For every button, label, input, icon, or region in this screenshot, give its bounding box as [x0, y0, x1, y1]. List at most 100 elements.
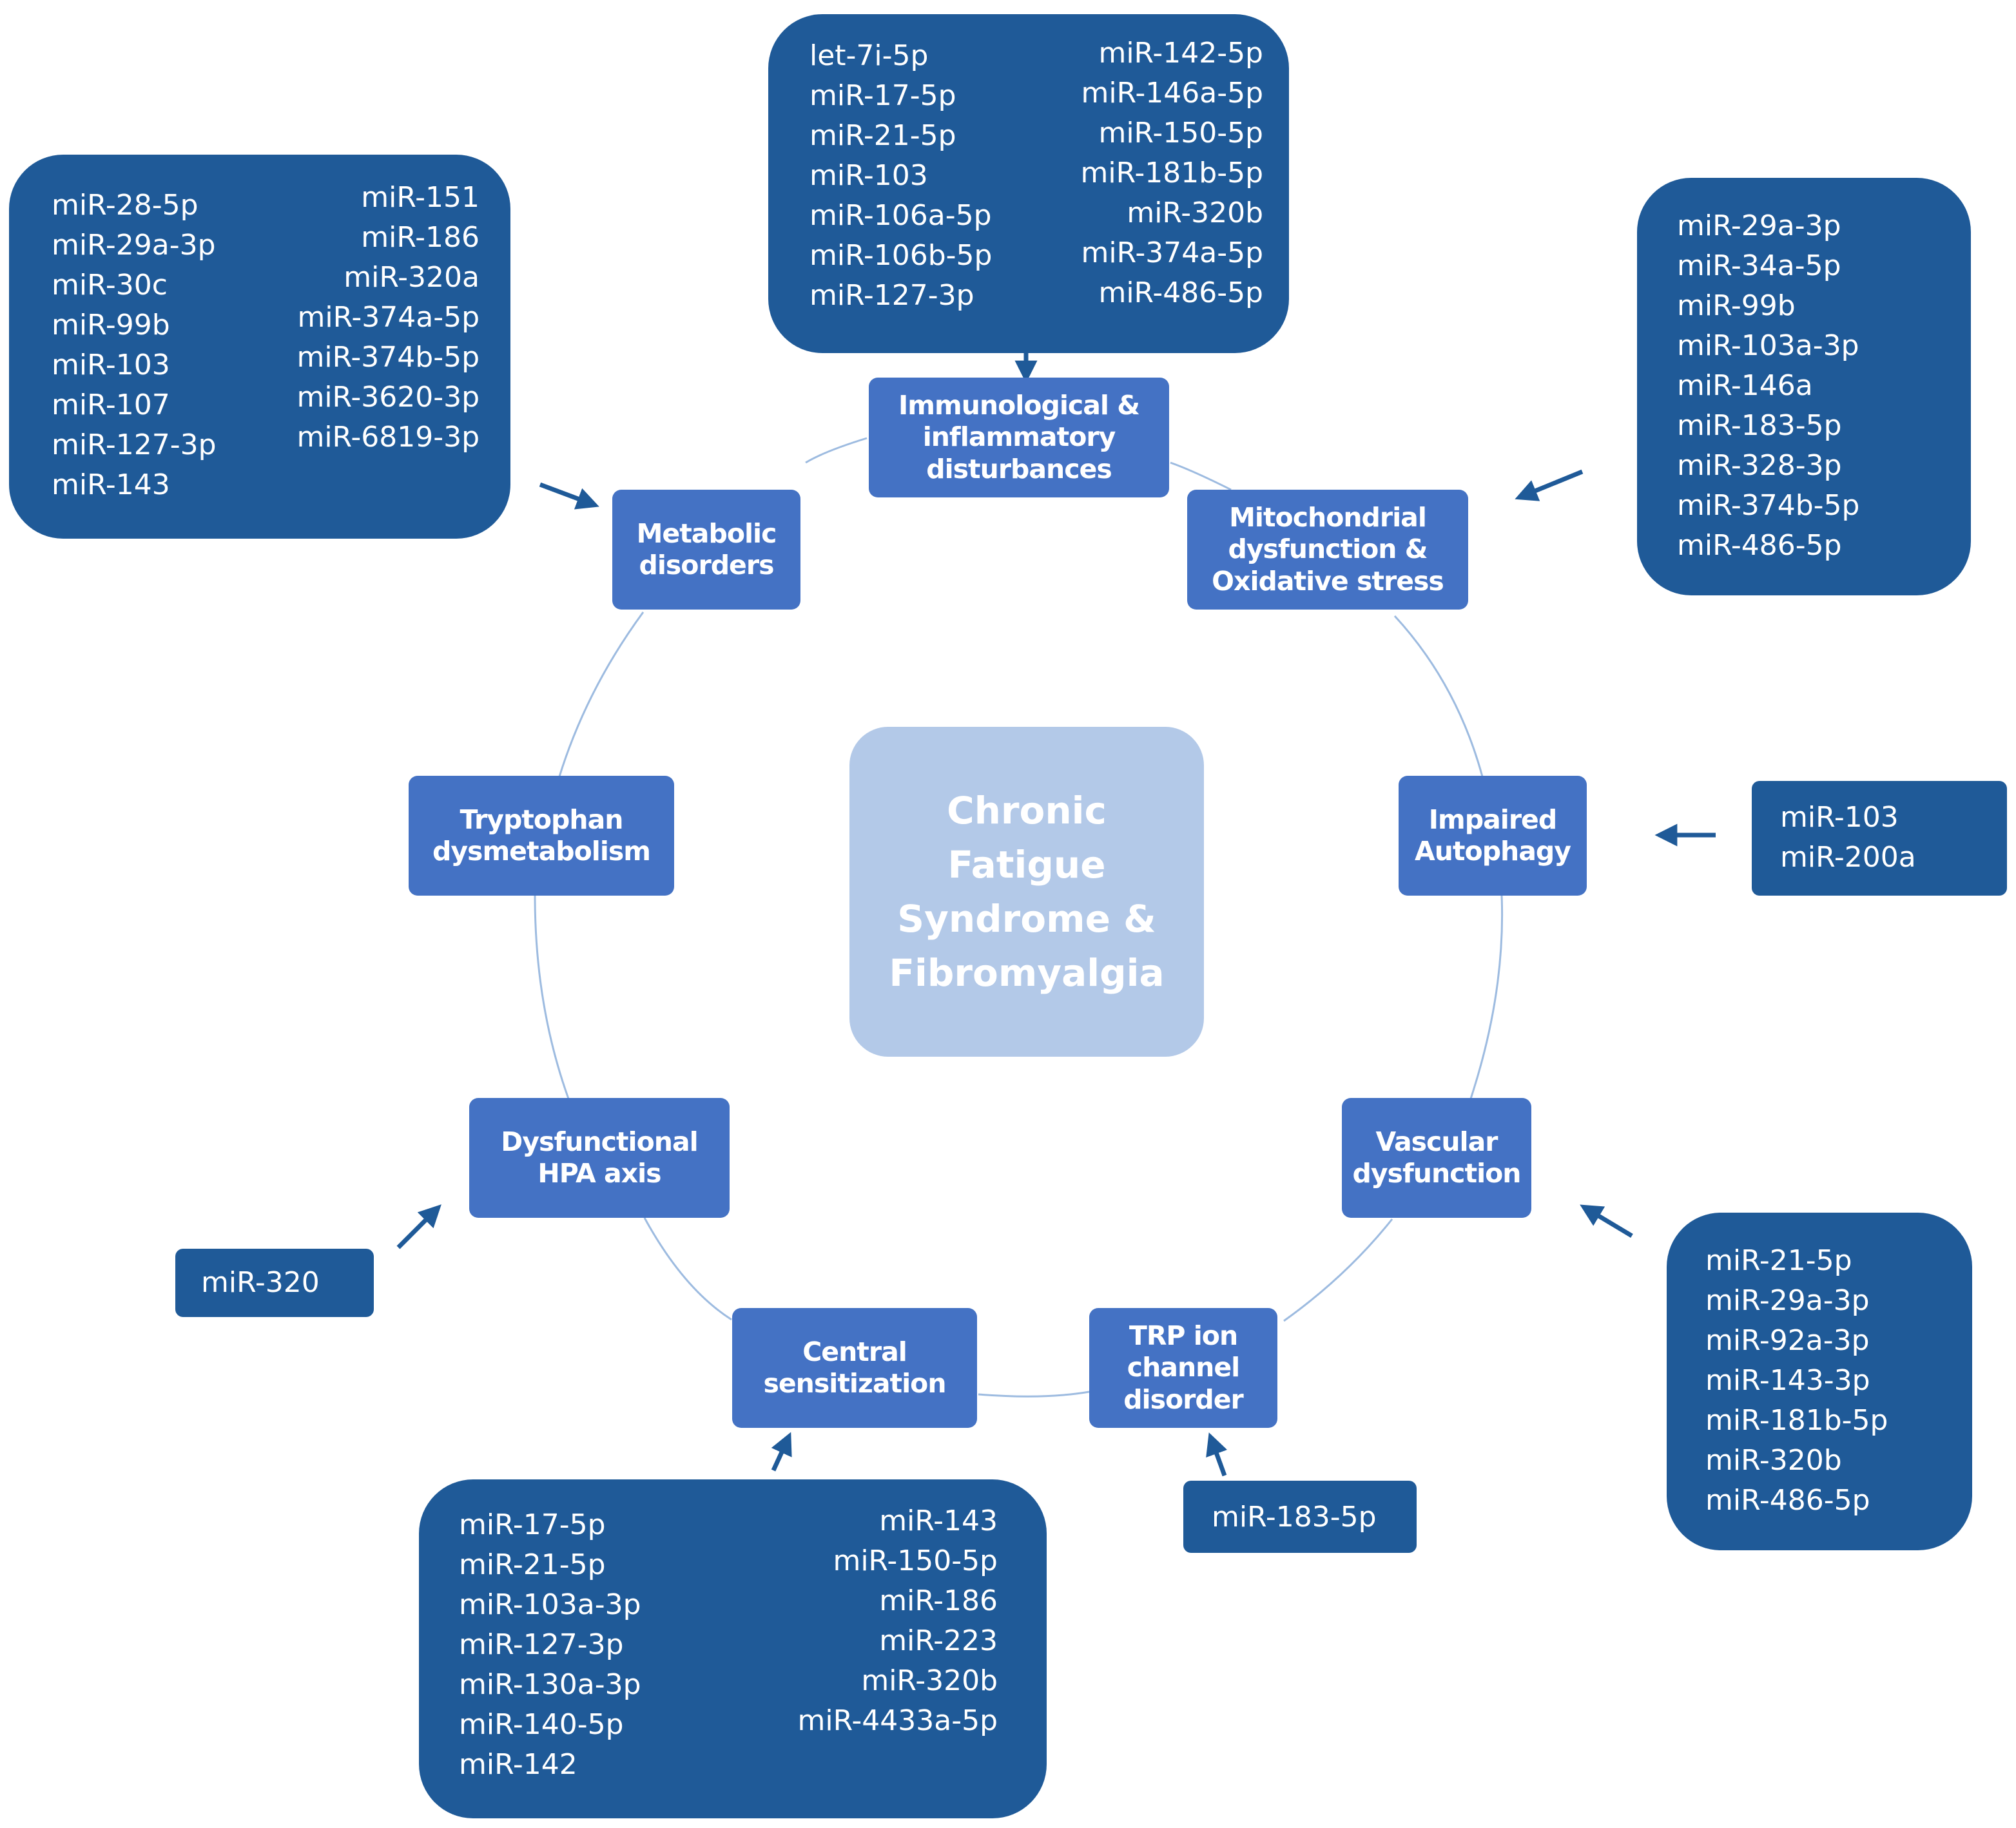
mirna-item: miR-143 — [879, 1505, 998, 1537]
mirna-item: miR-181b-5p — [1705, 1404, 1888, 1437]
mirna-item: miR-374a-5p — [297, 301, 480, 334]
mirna-item: miR-143-3p — [1705, 1364, 1870, 1397]
mirna-list-immunological-right: miR-142-5p miR-146a-5p miR-150-5p miR-181b-… — [1081, 34, 1263, 313]
node-mitochondrial: Mitochondrial dysfunction & Oxidative st… — [1187, 490, 1468, 610]
arrow-to-vascular — [1580, 1204, 1633, 1238]
mirna-item: miR-99b — [1677, 289, 1796, 322]
mirna-item: miR-21-5p — [809, 119, 956, 152]
mirna-item: let-7i-5p — [809, 39, 929, 72]
mirna-item: miR-186 — [879, 1584, 998, 1617]
center-title: Chronic Fatigue Syndrome & Fibromyalgia — [889, 788, 1165, 996]
mirna-item: miR-320 — [201, 1266, 320, 1299]
node-central-label: Central sensitization — [763, 1336, 946, 1399]
mirna-item: miR-146a-5p — [1081, 77, 1264, 110]
mirna-box-metabolic: miR-28-5p miR-29a-3p miR-30c miR-99b miR-103… — [9, 155, 510, 539]
mirna-item: miR-106a-5p — [809, 199, 992, 232]
mirna-list-immunological-left: let-7i-5p miR-17-5p miR-21-5p miR-103 miR-10… — [809, 36, 992, 316]
mirna-box-autophagy: miR-103 miR-200a — [1752, 781, 2007, 896]
mirna-item: miR-30c — [52, 269, 168, 302]
mirna-item: miR-143 — [52, 468, 170, 501]
mirna-item: miR-103 — [52, 349, 170, 381]
mirna-list-trp: miR-183-5p — [1212, 1497, 1377, 1537]
mirna-item: miR-17-5p — [809, 79, 956, 112]
mirna-list-metabolic-left: miR-28-5p miR-29a-3p miR-30c miR-99b miR-103… — [52, 186, 217, 505]
mirna-item: miR-103 — [1780, 801, 1899, 834]
mirna-item: miR-29a-3p — [1677, 209, 1841, 242]
mirna-item: miR-181b-5p — [1080, 157, 1263, 189]
mirna-item: miR-127-3p — [459, 1628, 624, 1661]
mirna-item: miR-6819-3p — [296, 421, 480, 454]
mirna-item: miR-374a-5p — [1081, 236, 1264, 269]
mirna-item: miR-99b — [52, 309, 170, 342]
mirna-item: miR-150-5p — [833, 1544, 998, 1577]
node-autophagy: Impaired Autophagy — [1399, 776, 1587, 896]
mirna-item: miR-486-5p — [1098, 276, 1263, 309]
mirna-item: miR-320b — [1127, 197, 1263, 229]
mirna-item: miR-142 — [459, 1748, 577, 1781]
mirna-box-immunological: let-7i-5p miR-17-5p miR-21-5p miR-103 miR-10… — [768, 14, 1289, 353]
arrow-to-metabolic — [539, 482, 599, 510]
center-title-box: Chronic Fatigue Syndrome & Fibromyalgia — [849, 727, 1204, 1057]
mirna-item: miR-106b-5p — [809, 239, 993, 272]
mirna-item: miR-183-5p — [1212, 1501, 1377, 1534]
node-mitochondrial-label: Mitochondrial dysfunction & Oxidative st… — [1212, 502, 1444, 597]
mirna-list-autophagy: miR-103 miR-200a — [1780, 798, 1916, 878]
node-vascular: Vascular dysfunction — [1342, 1098, 1531, 1218]
mirna-item: miR-374b-5p — [1677, 489, 1860, 522]
arrow-to-hpa — [396, 1204, 441, 1249]
mirna-item: miR-183-5p — [1677, 409, 1842, 442]
node-immunological-label: Immunological & inflammatory disturbance… — [898, 390, 1140, 485]
mirna-item: miR-107 — [52, 389, 170, 421]
mirna-box-central: miR-17-5p miR-21-5p miR-103a-3p miR-127-3p m… — [419, 1479, 1047, 1818]
node-hpa: Dysfunctional HPA axis — [469, 1098, 730, 1218]
node-vascular-label: Vascular dysfunction — [1352, 1126, 1521, 1189]
node-trp: TRP ion channel disorder — [1089, 1308, 1277, 1428]
mirna-item: miR-142-5p — [1098, 37, 1263, 70]
mirna-list-mitochondrial: miR-29a-3p miR-34a-5p miR-99b miR-103a-3p mi… — [1677, 206, 1859, 566]
mirna-item: miR-127-3p — [809, 279, 974, 312]
mirna-item: miR-29a-3p — [52, 229, 216, 262]
arrow-to-central — [771, 1432, 792, 1472]
node-central: Central sensitization — [732, 1308, 977, 1428]
node-immunological: Immunological & inflammatory disturbance… — [869, 378, 1169, 497]
mirna-item: miR-150-5p — [1098, 117, 1263, 149]
mirna-item: miR-103a-3p — [1677, 329, 1859, 362]
mirna-item: miR-34a-5p — [1677, 249, 1841, 282]
mirna-box-hpa: miR-320 — [175, 1249, 374, 1317]
mirna-item: miR-186 — [361, 221, 480, 254]
mirna-item: miR-127-3p — [52, 428, 217, 461]
mirna-box-trp: miR-183-5p — [1183, 1481, 1417, 1553]
arrow-to-mitochondrial — [1515, 469, 1584, 501]
mirna-item: miR-374b-5p — [296, 341, 480, 374]
node-autophagy-label: Impaired Autophagy — [1415, 803, 1571, 867]
node-metabolic: Metabolic disorders — [612, 490, 800, 610]
mirna-item: miR-3620-3p — [296, 381, 480, 414]
mirna-item: miR-320a — [344, 261, 480, 294]
mirna-item: miR-146a — [1677, 369, 1813, 402]
mirna-item: miR-320b — [1705, 1444, 1842, 1477]
mirna-item: miR-92a-3p — [1705, 1324, 1870, 1357]
mirna-item: miR-103a-3p — [459, 1588, 641, 1621]
node-tryptophan-label: Tryptophan dysmetabolism — [432, 803, 651, 867]
mirna-item: miR-4433a-5p — [797, 1704, 998, 1737]
mirna-item: miR-17-5p — [459, 1508, 606, 1541]
mirna-item: miR-130a-3p — [459, 1668, 641, 1701]
mirna-item: miR-103 — [809, 159, 928, 192]
mirna-item: miR-28-5p — [52, 189, 199, 222]
mirna-item: miR-29a-3p — [1705, 1284, 1870, 1317]
mirna-item: miR-140-5p — [459, 1708, 624, 1741]
mirna-item: miR-151 — [361, 181, 480, 214]
mirna-box-mitochondrial: miR-29a-3p miR-34a-5p miR-99b miR-103a-3p mi… — [1637, 178, 1971, 595]
arrow-to-trp — [1206, 1432, 1228, 1477]
mirna-list-hpa: miR-320 — [201, 1263, 320, 1303]
mirna-item: miR-200a — [1780, 841, 1916, 874]
mirna-item: miR-223 — [879, 1624, 998, 1657]
mirna-item: miR-21-5p — [459, 1548, 606, 1581]
mirna-item: miR-486-5p — [1677, 529, 1842, 562]
node-tryptophan: Tryptophan dysmetabolism — [409, 776, 674, 896]
mirna-list-central-left: miR-17-5p miR-21-5p miR-103a-3p miR-127-3p m… — [459, 1505, 641, 1785]
